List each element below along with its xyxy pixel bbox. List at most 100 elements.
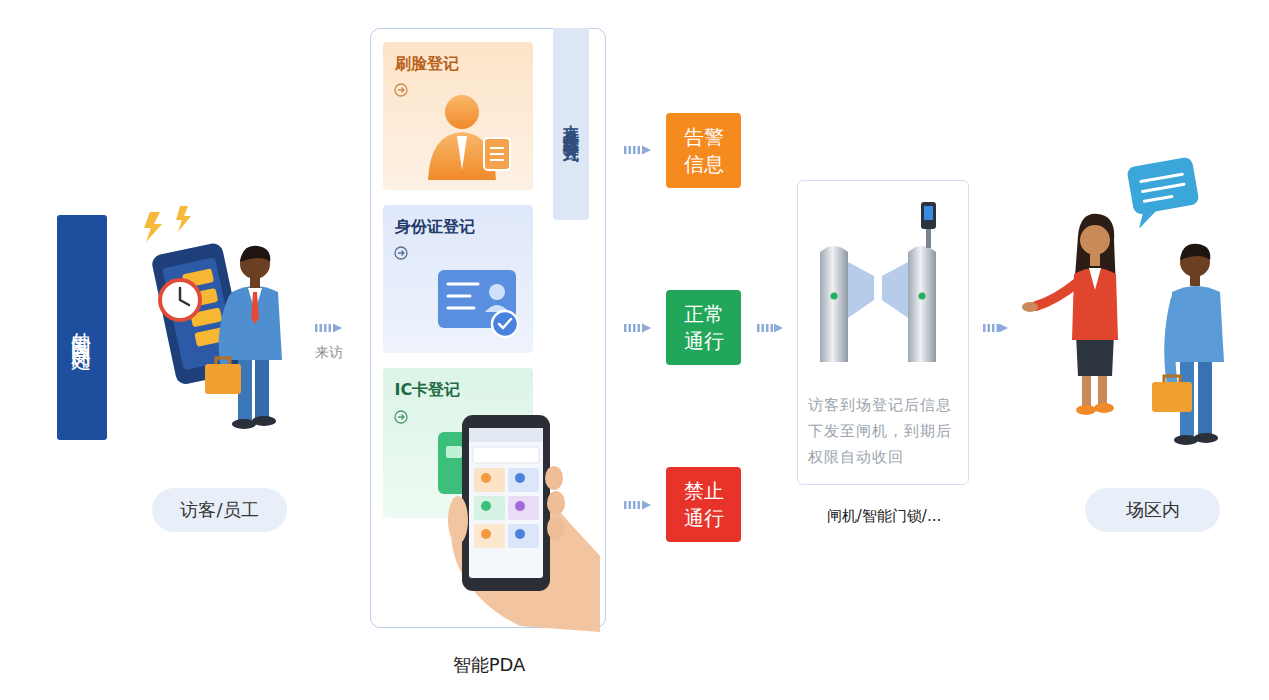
face-icon-body — [428, 132, 496, 180]
meeting-illustration — [1022, 156, 1224, 445]
card-icons — [395, 84, 518, 494]
leg — [1082, 372, 1091, 408]
neck — [250, 276, 260, 288]
face-register-card: 刷脸登记 — [383, 42, 533, 190]
badge-lines — [490, 148, 504, 160]
visitor-illustration — [144, 206, 282, 429]
neck — [1190, 274, 1200, 286]
bubble-lines — [1141, 174, 1186, 201]
shoe — [1194, 433, 1218, 443]
gate-wing — [848, 262, 874, 318]
finger — [545, 466, 563, 490]
flow-arrow — [624, 146, 642, 154]
location-band: 外围园区门岗处 — [57, 215, 107, 440]
visitor-group: 访客/员工 — [130, 200, 310, 535]
suit-jacket — [1170, 286, 1224, 362]
flow-arrow — [624, 501, 642, 509]
site-label: 场区内 — [1085, 488, 1220, 532]
screen-tile — [474, 468, 505, 492]
shoe — [1094, 403, 1114, 413]
arm — [1170, 300, 1176, 382]
thumb — [448, 496, 468, 544]
shoe — [1076, 405, 1096, 415]
speech-bubble — [1126, 156, 1202, 229]
screen-tile — [474, 496, 505, 520]
result-label: 禁止通行 — [682, 478, 726, 532]
tile-icon — [515, 501, 525, 511]
go-arrow — [398, 415, 404, 420]
screen-tile — [508, 496, 539, 520]
tile-icon — [481, 501, 491, 511]
tile-icon — [481, 529, 491, 539]
card-title: IC卡登记 — [395, 380, 461, 401]
finger — [547, 516, 565, 540]
blouse — [1089, 268, 1101, 290]
pda-body — [462, 415, 550, 591]
pda-hand-illustration — [448, 415, 600, 632]
go-icon — [395, 84, 407, 96]
go-icon — [395, 247, 407, 259]
face-icon-tie — [457, 136, 467, 170]
briefcase — [1152, 382, 1192, 412]
neck — [1090, 254, 1100, 266]
flow-arrow — [983, 324, 999, 332]
phone-icon — [150, 242, 248, 386]
tile-icon — [515, 529, 525, 539]
shoe — [252, 416, 276, 426]
message-card — [194, 327, 226, 347]
gate-wing — [882, 262, 908, 318]
scanner-screen — [924, 206, 933, 220]
pda-label: 智能PDA — [371, 653, 607, 677]
shoe — [1174, 435, 1198, 445]
result-label: 正常通行 — [682, 301, 726, 355]
tie — [251, 292, 259, 324]
face-icon-badge — [484, 138, 510, 170]
lightning-bolt — [176, 206, 191, 232]
id-card-avatar — [489, 284, 505, 300]
hand — [451, 502, 600, 632]
head — [240, 249, 270, 279]
screen-stats — [473, 447, 539, 463]
card-title: 刷脸登记 — [395, 54, 459, 75]
ic-chip — [446, 446, 462, 458]
suit-jacket — [228, 286, 282, 360]
lightning-bolt — [144, 212, 162, 242]
arm — [1036, 282, 1078, 306]
tile-icon — [515, 473, 525, 483]
phone-screen — [162, 257, 236, 370]
finger — [547, 491, 565, 515]
turnstile-illustration — [820, 202, 936, 362]
trouser-leg — [238, 352, 252, 420]
hand — [1022, 302, 1038, 312]
card-title: 身份证登记 — [395, 217, 475, 238]
check-mark — [499, 319, 511, 328]
bubble-body — [1126, 156, 1199, 215]
pass-box: 正常通行 — [666, 290, 741, 365]
result-label: 告警信息 — [682, 124, 726, 178]
trouser-leg — [1180, 356, 1194, 436]
trouser-leg — [255, 352, 269, 418]
go-icon — [395, 411, 407, 423]
briefcase-handle — [216, 358, 230, 364]
screen-tile — [508, 524, 539, 548]
gate-note: 访客到场登记后信息下发至闸机，到期后权限自动收回 — [808, 392, 954, 470]
method-label: 支持多种核验方式 — [560, 112, 581, 136]
gate-pillar — [908, 246, 936, 362]
gate-pillar — [820, 246, 848, 362]
id-register-card: 身份证登记 — [383, 205, 533, 353]
flow-arrow — [624, 324, 642, 332]
trouser-leg — [1198, 356, 1212, 434]
go-arrow — [398, 88, 404, 93]
scanner-pole — [926, 226, 931, 248]
flow-arrow — [315, 324, 333, 332]
head — [1080, 225, 1110, 255]
face-icon-head — [445, 95, 479, 129]
ic-register-card: IC卡登记 — [383, 368, 533, 518]
scanner-head — [921, 202, 936, 229]
flow-arrow — [757, 324, 774, 332]
phone-body — [150, 242, 248, 386]
hair — [1074, 214, 1116, 290]
